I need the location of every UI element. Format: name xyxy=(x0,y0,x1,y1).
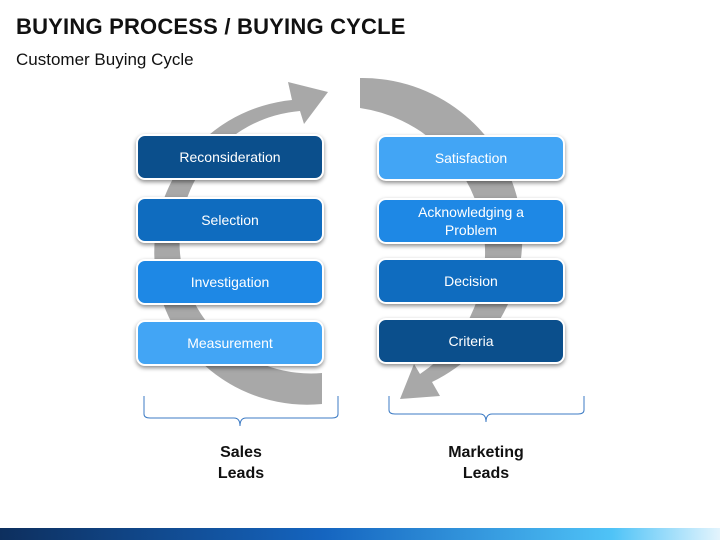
sales-leads-bracket xyxy=(143,396,339,427)
stage-reconsideration: Reconsideration xyxy=(136,134,324,180)
marketing-leads-line1: Marketing xyxy=(448,444,524,461)
stage-criteria: Criteria xyxy=(377,318,565,364)
marketing-leads-label: Marketing Leads xyxy=(386,442,586,484)
stage-selection: Selection xyxy=(136,197,324,243)
marketing-leads-bracket xyxy=(388,396,585,423)
page-title: BUYING PROCESS / BUYING CYCLE xyxy=(16,14,406,39)
sales-leads-line1: Sales xyxy=(220,444,262,461)
page-subtitle: Customer Buying Cycle xyxy=(16,50,194,69)
stage-measurement: Measurement xyxy=(136,320,324,366)
stage-acknowledging-a-problem: Acknowledging a Problem xyxy=(377,198,565,244)
stage-investigation: Investigation xyxy=(136,259,324,305)
footer-gradient-bar xyxy=(0,528,720,540)
stage-satisfaction: Satisfaction xyxy=(377,135,565,181)
sales-leads-label: Sales Leads xyxy=(141,442,341,484)
sales-leads-line2: Leads xyxy=(217,465,265,482)
marketing-leads-line2: Leads xyxy=(462,465,510,482)
stage-decision: Decision xyxy=(377,258,565,304)
